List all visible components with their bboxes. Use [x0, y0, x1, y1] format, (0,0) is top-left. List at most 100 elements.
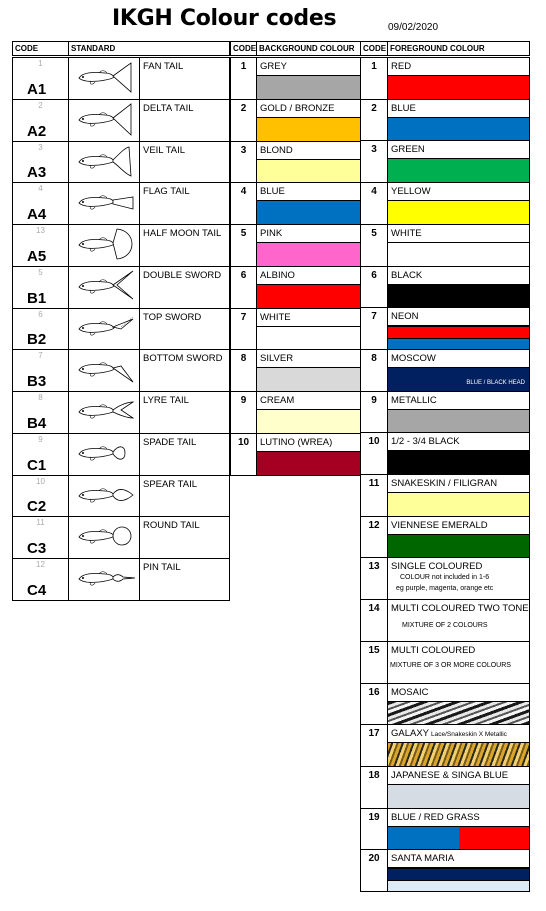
standard-number: 11: [36, 518, 45, 527]
tail-name-cell: HALF MOON TAIL: [139, 224, 230, 267]
bg-colour-cell: CREAM: [256, 391, 361, 434]
tail-image-cell: [68, 433, 140, 476]
bg-colour-name: PINK: [260, 228, 283, 239]
fg-code-cell: 1: [360, 57, 388, 100]
fg-colour-swatch: [388, 158, 529, 182]
bg-colour-swatch: [257, 326, 360, 349]
fg-colour-note: BLUE / BLACK HEAD: [466, 380, 525, 386]
bg-colour-name: GREY: [260, 61, 287, 72]
bg-colour-name: GOLD / BRONZE: [260, 103, 335, 114]
fg-colour-name: YELLOW: [391, 186, 431, 197]
guppy-double-icon: [78, 270, 134, 300]
standard-code: C4: [27, 582, 47, 599]
tail-name-cell: VEIL TAIL: [139, 141, 230, 183]
fg-colour-cell: GREEN: [387, 140, 530, 183]
fg-colour-cell: VIENNESE EMERALD: [387, 516, 530, 558]
fg-code: 1: [371, 61, 377, 72]
fg-colour-cell: SNAKESKIN / FILIGRAN: [387, 474, 530, 517]
tail-image-cell: [68, 475, 140, 517]
fg-colour-swatch: [388, 409, 529, 432]
standard-number: 3: [38, 143, 43, 152]
guppy-veil-icon: [78, 146, 132, 177]
guppy-bottom-icon: [78, 362, 134, 383]
fg-colour-swatch: [388, 492, 529, 516]
tail-image-cell: [68, 558, 140, 601]
fg-colour-cell: BLACK: [387, 266, 530, 308]
fg-colour-name: VIENNESE EMERALD: [391, 520, 488, 531]
bg-colour-swatch: [257, 200, 360, 224]
tail-name: HALF MOON TAIL: [143, 228, 222, 239]
bg-colour-swatch: [257, 367, 360, 391]
tail-name: FAN TAIL: [143, 61, 184, 72]
standard-number: 1: [38, 59, 43, 68]
guppy-top-icon: [78, 316, 134, 336]
fg-colour-name: WHITE: [391, 228, 422, 239]
standard-number: 4: [38, 184, 43, 193]
tail-name: VEIL TAIL: [143, 145, 186, 156]
bg-code: 2: [240, 103, 247, 114]
fg-colour-swatch-part: [388, 326, 529, 338]
bg-colour-cell: WHITE: [256, 308, 361, 350]
bg-code-cell: 6: [230, 266, 257, 309]
fg-code-cell: 3: [360, 140, 388, 183]
fg-code-cell: 18: [360, 766, 388, 809]
fg-code: 4: [371, 186, 377, 197]
bg-colour-name: CREAM: [260, 395, 295, 406]
standard-code: A4: [27, 206, 47, 223]
fg-pattern-swatch: [388, 742, 529, 766]
standard-number: 5: [38, 268, 43, 277]
fg-colour-name: SNAKESKIN / FILIGRAN: [391, 478, 498, 489]
fg-colour-cell: WHITE: [387, 224, 530, 267]
fg-colour-cell: NEON: [387, 307, 530, 350]
tail-name-cell: FAN TAIL: [139, 57, 230, 100]
standard-code: C2: [27, 498, 47, 515]
fg-code-cell: 9: [360, 391, 388, 433]
bg-colour-name: BLOND: [260, 145, 293, 156]
fg-colour-note-2: eg purple, magenta, orange etc: [396, 585, 494, 592]
fg-code-cell: 17: [360, 724, 388, 767]
header-foreground-colour: FOREGROUND COLOUR: [387, 41, 530, 56]
guppy-delta-icon: [78, 103, 132, 136]
fg-code: 10: [368, 436, 380, 447]
bg-code-cell: 8: [230, 349, 257, 392]
fg-code: 20: [368, 853, 380, 864]
page-title: IKGH Colour codes: [112, 6, 337, 31]
fg-code: 6: [371, 270, 377, 281]
bg-code-cell: 3: [230, 141, 257, 183]
standard-code: B2: [27, 331, 47, 348]
tail-name: TOP SWORD: [143, 312, 202, 323]
bg-colour-name: SILVER: [260, 353, 294, 364]
bg-colour-cell: ALBINO: [256, 266, 361, 309]
guppy-spade-icon: [78, 446, 126, 461]
date-label: 09/02/2020: [388, 22, 439, 33]
bg-code: 6: [240, 270, 247, 281]
bg-code: 10: [237, 437, 250, 448]
fg-colour-swatch-part: [388, 827, 459, 849]
fg-code: 15: [368, 645, 380, 656]
tail-name-cell: BOTTOM SWORD: [139, 349, 230, 392]
tail-name-cell: FLAG TAIL: [139, 182, 230, 225]
fg-code-cell: 16: [360, 683, 388, 725]
fg-code: 3: [371, 144, 377, 155]
tail-image-cell: [68, 141, 140, 183]
fg-colour-swatch: [388, 367, 529, 391]
tail-name-cell: TOP SWORD: [139, 308, 230, 350]
standard-code: A2: [27, 123, 47, 140]
fg-colour-swatch-part: [458, 827, 529, 849]
tail-name: SPEAR TAIL: [143, 479, 198, 490]
tail-image-cell: [68, 349, 140, 392]
tail-image-cell: [68, 224, 140, 267]
header-bg-code: CODE: [230, 41, 257, 56]
tail-name: DELTA TAIL: [143, 103, 194, 114]
fg-colour-swatch: [388, 242, 529, 266]
tail-image-cell: [68, 99, 140, 142]
fg-code-cell: 4: [360, 182, 388, 225]
fg-code: 12: [368, 520, 380, 531]
fg-colour-name: MULTI COLOURED: [391, 645, 476, 656]
fg-code: 13: [368, 561, 380, 572]
